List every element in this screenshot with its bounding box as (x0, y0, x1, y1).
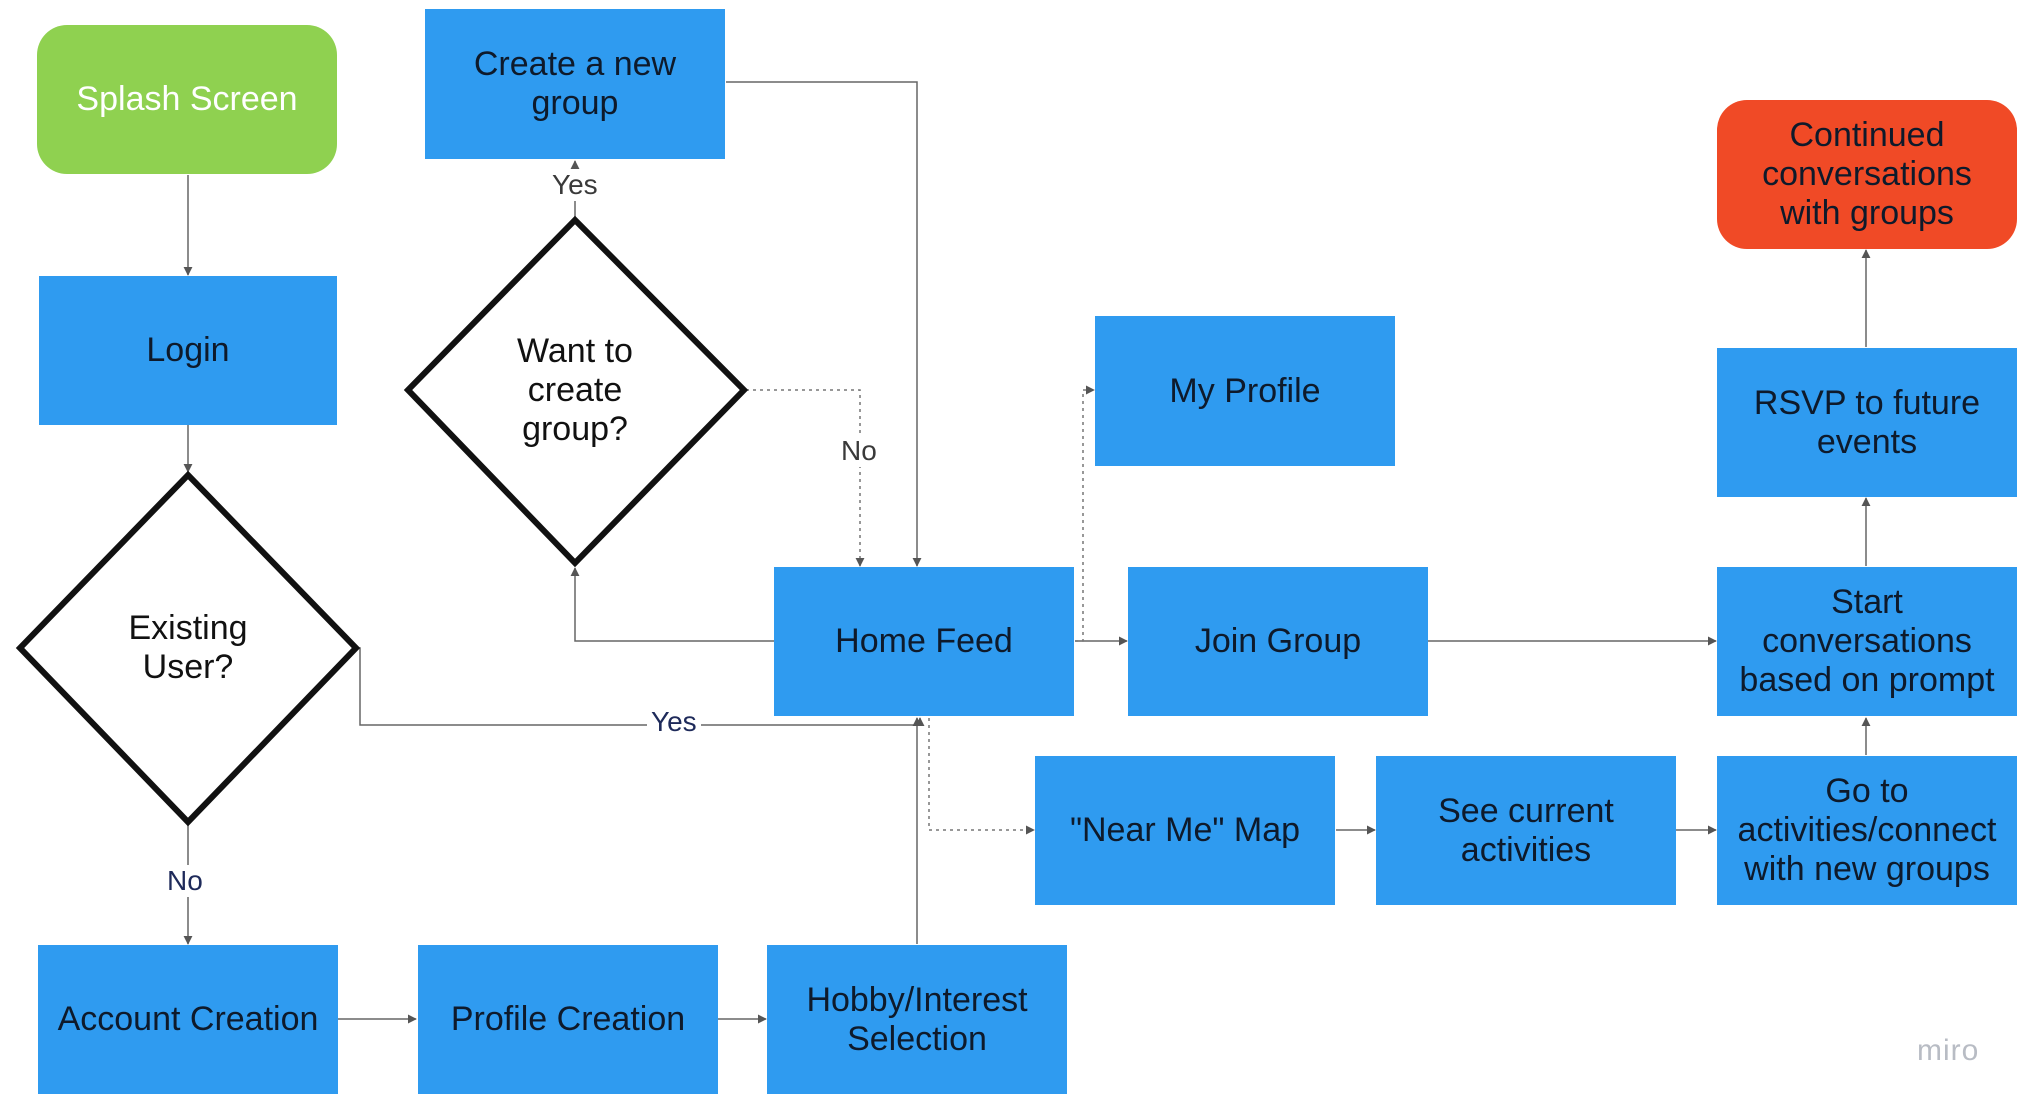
connector-home-profile (1075, 385, 1095, 642)
existing-user-text[interactable]: Existing User? (128, 609, 248, 686)
home-feed-node[interactable]: Home Feed (774, 567, 1074, 716)
create-group-node[interactable]: Create a new group (425, 9, 725, 159)
hobby-selection-node[interactable]: Hobby/Interest Selection (767, 945, 1067, 1094)
profile-creation-node[interactable]: Profile Creation (418, 945, 718, 1094)
connector-create-home (726, 81, 922, 567)
connector-home-near (928, 718, 1035, 835)
connector-want-home-no (746, 389, 865, 567)
no-create-label: No (837, 435, 881, 467)
want-create-diamond (403, 215, 749, 568)
yes-create-label: Yes (548, 169, 602, 201)
start-conversations-node[interactable]: Start conversations based on prompt (1717, 567, 2017, 716)
account-creation-node[interactable]: Account Creation (38, 945, 338, 1094)
join-group-node[interactable]: Join Group (1128, 567, 1428, 716)
want-create-text[interactable]: Want to create group? (517, 331, 633, 448)
rsvp-node[interactable]: RSVP to future events (1717, 348, 2017, 497)
connector-home-want (570, 567, 774, 642)
continued-conversations-node[interactable]: Continued conversations with groups (1717, 100, 2017, 249)
existing-user-diamond (15, 470, 361, 827)
near-me-map-node[interactable]: "Near Me" Map (1035, 756, 1335, 905)
splash-screen-node[interactable]: Splash Screen (37, 25, 337, 174)
no-existing-label: No (163, 865, 207, 897)
miro-watermark: miro (1917, 1034, 1980, 1067)
see-activities-node[interactable]: See current activities (1376, 756, 1676, 905)
my-profile-node[interactable]: My Profile (1095, 316, 1395, 466)
login-node[interactable]: Login (39, 276, 337, 425)
go-to-activities-node[interactable]: Go to activities/connect with new groups (1717, 756, 2017, 905)
yes-existing-label: Yes (647, 706, 701, 738)
